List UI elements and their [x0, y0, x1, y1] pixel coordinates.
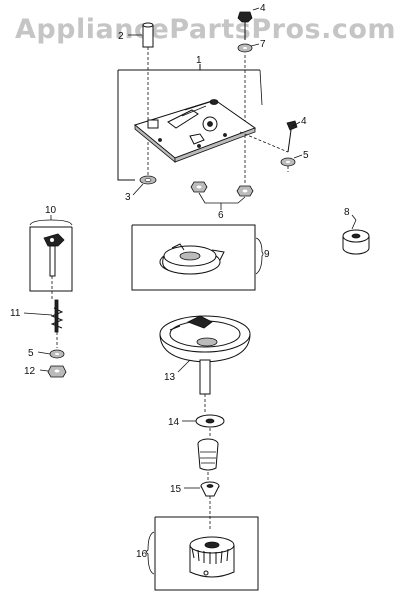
part-2-pin	[142, 22, 154, 180]
part-16-frame	[146, 516, 259, 591]
part-5-washer-left	[49, 349, 65, 359]
bushing-part	[197, 438, 219, 480]
part-6-nut-left	[190, 181, 208, 193]
part-5-washer-right	[280, 157, 296, 167]
label-part-6: 6	[218, 210, 224, 221]
part-16-gear	[189, 536, 235, 578]
part-10-lever	[43, 233, 65, 300]
part-1-frame	[117, 64, 263, 181]
part-number-labels: 2 4 7 1 3 6 4 5 8 9 10 11 5 12 13 14 15 …	[10, 3, 350, 560]
leader-lines	[23, 7, 357, 489]
label-part-1: 1	[196, 55, 202, 66]
part-4-screw-right	[286, 120, 298, 153]
part-6-nut-right	[236, 185, 254, 197]
label-part-13: 13	[164, 372, 176, 383]
label-part-15: 15	[170, 484, 182, 495]
part-3-nut	[139, 175, 157, 185]
part-4-screw-top	[237, 11, 253, 40]
label-part-4-top: 4	[260, 3, 266, 14]
label-part-5-right: 5	[303, 150, 309, 161]
label-part-16: 16	[136, 549, 148, 560]
part-7-washer	[237, 43, 253, 53]
part-9-frame	[131, 224, 264, 291]
label-part-8: 8	[344, 207, 350, 218]
label-part-2: 2	[118, 31, 124, 42]
part-11-spring	[50, 299, 64, 348]
label-part-9: 9	[264, 249, 270, 260]
label-part-7: 7	[260, 39, 266, 50]
part-15-fitting	[200, 481, 220, 530]
part-9-bobbin-case	[159, 243, 225, 275]
part-12-nut	[47, 365, 67, 378]
watermark: AppliancePartsPros.com	[14, 14, 397, 45]
part-13-hook	[159, 315, 251, 412]
label-part-4-right: 4	[301, 116, 307, 127]
label-part-12: 12	[24, 366, 36, 377]
part-1-plate	[133, 99, 289, 163]
label-part-3: 3	[125, 192, 131, 203]
label-part-11: 11	[10, 308, 21, 319]
label-part-5-left: 5	[28, 348, 34, 359]
label-part-10: 10	[45, 205, 57, 216]
part-8-bobbin	[342, 219, 370, 255]
part-14-washer	[195, 414, 225, 438]
label-part-14: 14	[168, 417, 180, 428]
